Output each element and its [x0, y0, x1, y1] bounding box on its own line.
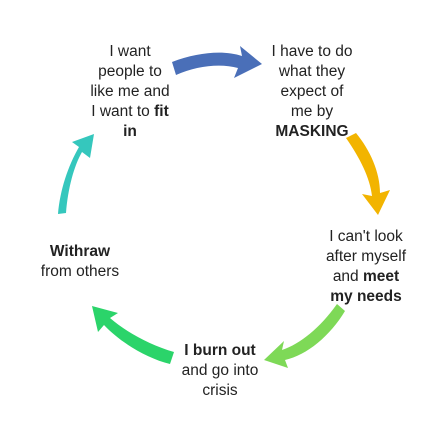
fit-in-line-1: I want	[109, 43, 151, 60]
fit-in-line-4b: fit	[154, 103, 169, 120]
fit-in-line-4: I want to fit	[55, 102, 205, 122]
needs-line-3: and meet	[300, 267, 432, 287]
masking-line-3: expect of	[280, 83, 344, 100]
masking-line-4: me by	[290, 103, 334, 120]
fit-in-line-3: like me and	[90, 83, 170, 100]
needs-line-3b: meet	[362, 268, 400, 285]
masking-line-1: I have to do	[271, 43, 353, 60]
arrow-masking-to-needs	[346, 133, 390, 215]
node-burnout: I burn out and go into crisis	[150, 341, 290, 401]
fit-in-line-4a: I want to	[91, 103, 155, 120]
burnout-line-1: I burn out	[184, 342, 256, 359]
needs-line-4: my needs	[330, 288, 402, 305]
node-want-to-fit-in: I want people to like me and I want to f…	[55, 42, 205, 142]
arrow-withdraw-to-fitin	[58, 134, 94, 214]
needs-line-3a: and	[332, 268, 363, 285]
needs-line-1: I can't look	[329, 228, 403, 245]
arrow-burnout-to-withdraw	[92, 306, 174, 364]
node-meet-needs: I can't look after myself and meet my ne…	[300, 227, 432, 307]
masking-line-2: what they	[278, 63, 346, 80]
withdraw-line-1: Withraw	[49, 243, 111, 260]
fit-in-line-5: in	[123, 123, 137, 140]
arrow-fitin-to-masking	[172, 46, 262, 78]
burnout-line-2: and go into	[181, 362, 259, 379]
withdraw-line-2: from others	[40, 263, 120, 280]
fit-in-line-2: people to	[98, 63, 162, 80]
burnout-line-3: crisis	[202, 382, 238, 399]
needs-line-2: after myself	[325, 248, 407, 265]
masking-line-5: MASKING	[275, 123, 349, 140]
node-masking: I have to do what they expect of me by M…	[244, 42, 380, 142]
arrow-needs-to-burnout	[264, 304, 345, 368]
node-withdraw: Withraw from others	[6, 242, 154, 282]
